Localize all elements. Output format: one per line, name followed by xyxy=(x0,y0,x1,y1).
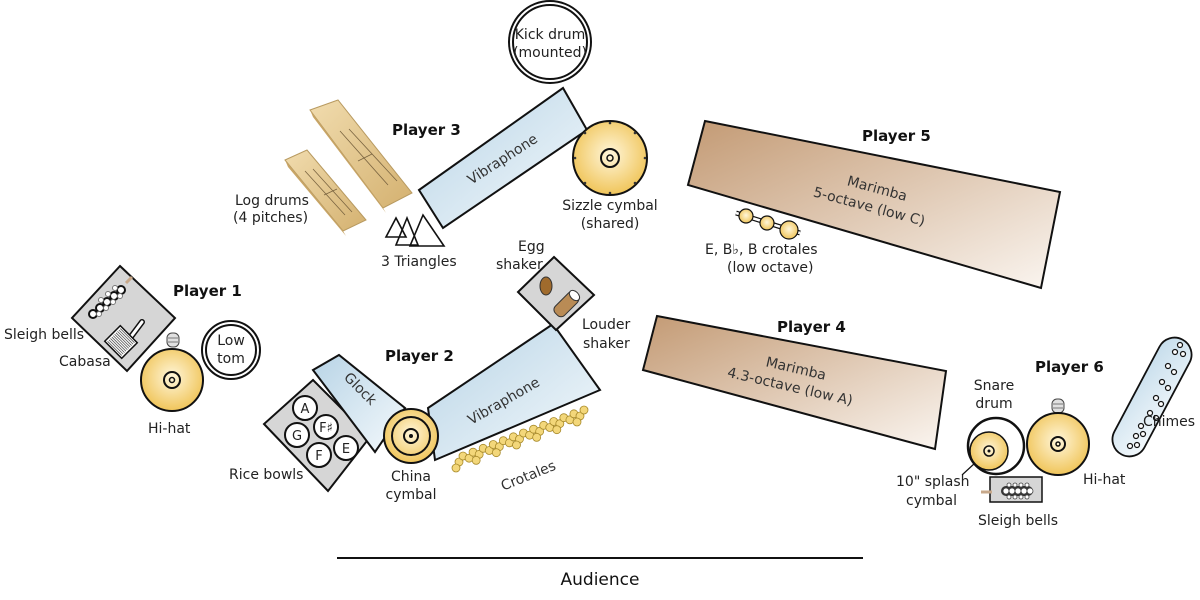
chime-tube xyxy=(1158,378,1166,386)
rice-bowl-f: F xyxy=(306,442,332,468)
player-6-group: Player 6 Snare drum 10" splash cymbal Hi… xyxy=(896,336,1195,529)
rice-bowl-e: E xyxy=(333,435,359,461)
chime-tube xyxy=(1133,441,1141,449)
crotale xyxy=(471,455,481,465)
crotale xyxy=(552,425,562,435)
log-drums-icon xyxy=(284,99,413,236)
china-cymbal-label-1: China xyxy=(391,469,431,485)
sizzle-cymbal-label-1: Sizzle cymbal xyxy=(562,198,657,214)
louder-shaker-label-2: shaker xyxy=(583,336,630,352)
sizzle-cymbal-label-2: (shared) xyxy=(581,216,640,232)
rice-bowls: A G F♯ F E xyxy=(284,395,359,468)
kick-drum-label-2: (mounted) xyxy=(513,45,587,61)
svg-text:F: F xyxy=(315,449,322,464)
crotales-icon xyxy=(451,405,589,473)
player-6-label: Player 6 xyxy=(1035,358,1104,376)
low-crotales-label-1: E, B♭, B crotales xyxy=(705,242,818,258)
snare-drum-label-2: drum xyxy=(975,396,1012,412)
low-tom-label-1: Low xyxy=(217,333,245,349)
chime-tube xyxy=(1164,384,1172,392)
china-cymbal-label-2: cymbal xyxy=(386,487,437,503)
louder-shaker-icon xyxy=(553,289,581,318)
hi-hat-6 xyxy=(1026,398,1090,476)
log-drums-label-1: Log drums xyxy=(235,193,309,209)
hi-hat-1-label: Hi-hat xyxy=(148,421,191,437)
chime-tube xyxy=(1139,430,1147,438)
chimes xyxy=(1111,336,1193,458)
crotale xyxy=(532,432,542,442)
chime-tube xyxy=(1137,422,1145,430)
rice-bowl-f-sharp: F♯ xyxy=(313,414,339,440)
splash-cymbal-label-2: cymbal xyxy=(906,493,957,509)
player-5-group: Player 5 Marimba 5-octave (low C) E, B♭,… xyxy=(686,119,1062,290)
crotale xyxy=(512,440,521,450)
chime-tube xyxy=(1164,362,1172,370)
player-4-group: Player 4 Marimba 4.3-octave (low A) xyxy=(641,314,948,451)
rice-bowls-label: Rice bowls xyxy=(229,467,303,483)
chime-tube xyxy=(1126,442,1134,450)
chime-tube xyxy=(1170,368,1178,376)
svg-text:E: E xyxy=(342,442,350,457)
egg-shaker-icon xyxy=(539,276,553,296)
hi-hat-1 xyxy=(140,332,204,412)
player-1-label: Player 1 xyxy=(173,282,242,300)
player-5-label: Player 5 xyxy=(862,127,931,145)
china-cymbal xyxy=(383,408,439,464)
cabasa-label: Cabasa xyxy=(59,354,111,370)
splash-cymbal-label-1: 10" splash xyxy=(896,474,970,490)
low-crotales-icon xyxy=(735,208,801,240)
player-3-label: Player 3 xyxy=(392,121,461,139)
sleigh-bells-label: Sleigh bells xyxy=(4,327,84,343)
chime-tube xyxy=(1157,400,1165,408)
crotale xyxy=(451,463,461,473)
snare-drum-label-1: Snare xyxy=(974,378,1014,394)
kick-drum-label-1: Kick drum xyxy=(515,27,585,43)
chime-tube xyxy=(1179,350,1187,358)
egg-shaker-label-2: shaker xyxy=(496,257,543,273)
rice-bowl-g: G xyxy=(284,422,310,448)
chime-tube xyxy=(1146,409,1154,417)
player-4-label: Player 4 xyxy=(777,318,846,336)
sleigh-bells-6 xyxy=(981,476,1043,503)
chime-tube xyxy=(1152,414,1160,422)
marimba-5-octave: Marimba 5-octave (low C) xyxy=(686,119,1062,290)
svg-text:A: A xyxy=(301,402,310,417)
svg-text:G: G xyxy=(292,429,302,444)
player-2-label: Player 2 xyxy=(385,347,454,365)
crotales-label: Crotales xyxy=(499,458,558,494)
chime-tube xyxy=(1132,432,1140,440)
louder-shaker-label-1: Louder xyxy=(582,317,630,333)
sleigh-bells-cabasa-tray xyxy=(70,264,177,373)
sleigh-bells-6-label: Sleigh bells xyxy=(978,513,1058,529)
audience-label: Audience xyxy=(561,570,640,590)
crotale xyxy=(491,448,501,458)
player-3-group: Player 3 Log drums (4 pitches) 3 Triangl… xyxy=(233,0,658,270)
chime-tube xyxy=(1176,341,1184,349)
player-1-group: Player 1 xyxy=(4,264,261,437)
player-2-group: Player 2 A G F♯ F E xyxy=(229,322,602,503)
egg-shaker-label-1: Egg xyxy=(518,239,545,255)
chimes-label: Chimes xyxy=(1143,414,1195,430)
low-tom: Low tom xyxy=(201,320,261,380)
shakers-group: Egg shaker Louder shaker xyxy=(496,239,630,352)
triangles-label: 3 Triangles xyxy=(381,254,457,270)
chime-tube xyxy=(1152,394,1160,402)
hi-hat-6-label: Hi-hat xyxy=(1083,472,1126,488)
log-drums-label-2: (4 pitches) xyxy=(233,210,308,226)
shaker-tray xyxy=(516,255,596,332)
cabasa-icon xyxy=(103,319,145,360)
chime-tube xyxy=(1171,348,1179,356)
sleigh-bells-icon xyxy=(88,275,134,319)
sizzle-cymbal xyxy=(572,120,648,196)
kick-drum: Kick drum (mounted) xyxy=(508,0,592,84)
splash-cymbal xyxy=(961,431,1009,476)
low-crotales-label-2: (low octave) xyxy=(727,260,814,276)
low-tom-label-2: tom xyxy=(217,351,245,367)
rice-bowl-a: A xyxy=(292,395,318,421)
triangles-icon xyxy=(384,213,446,247)
crotale xyxy=(579,405,589,415)
svg-text:F♯: F♯ xyxy=(319,421,333,436)
crotale xyxy=(572,417,582,427)
